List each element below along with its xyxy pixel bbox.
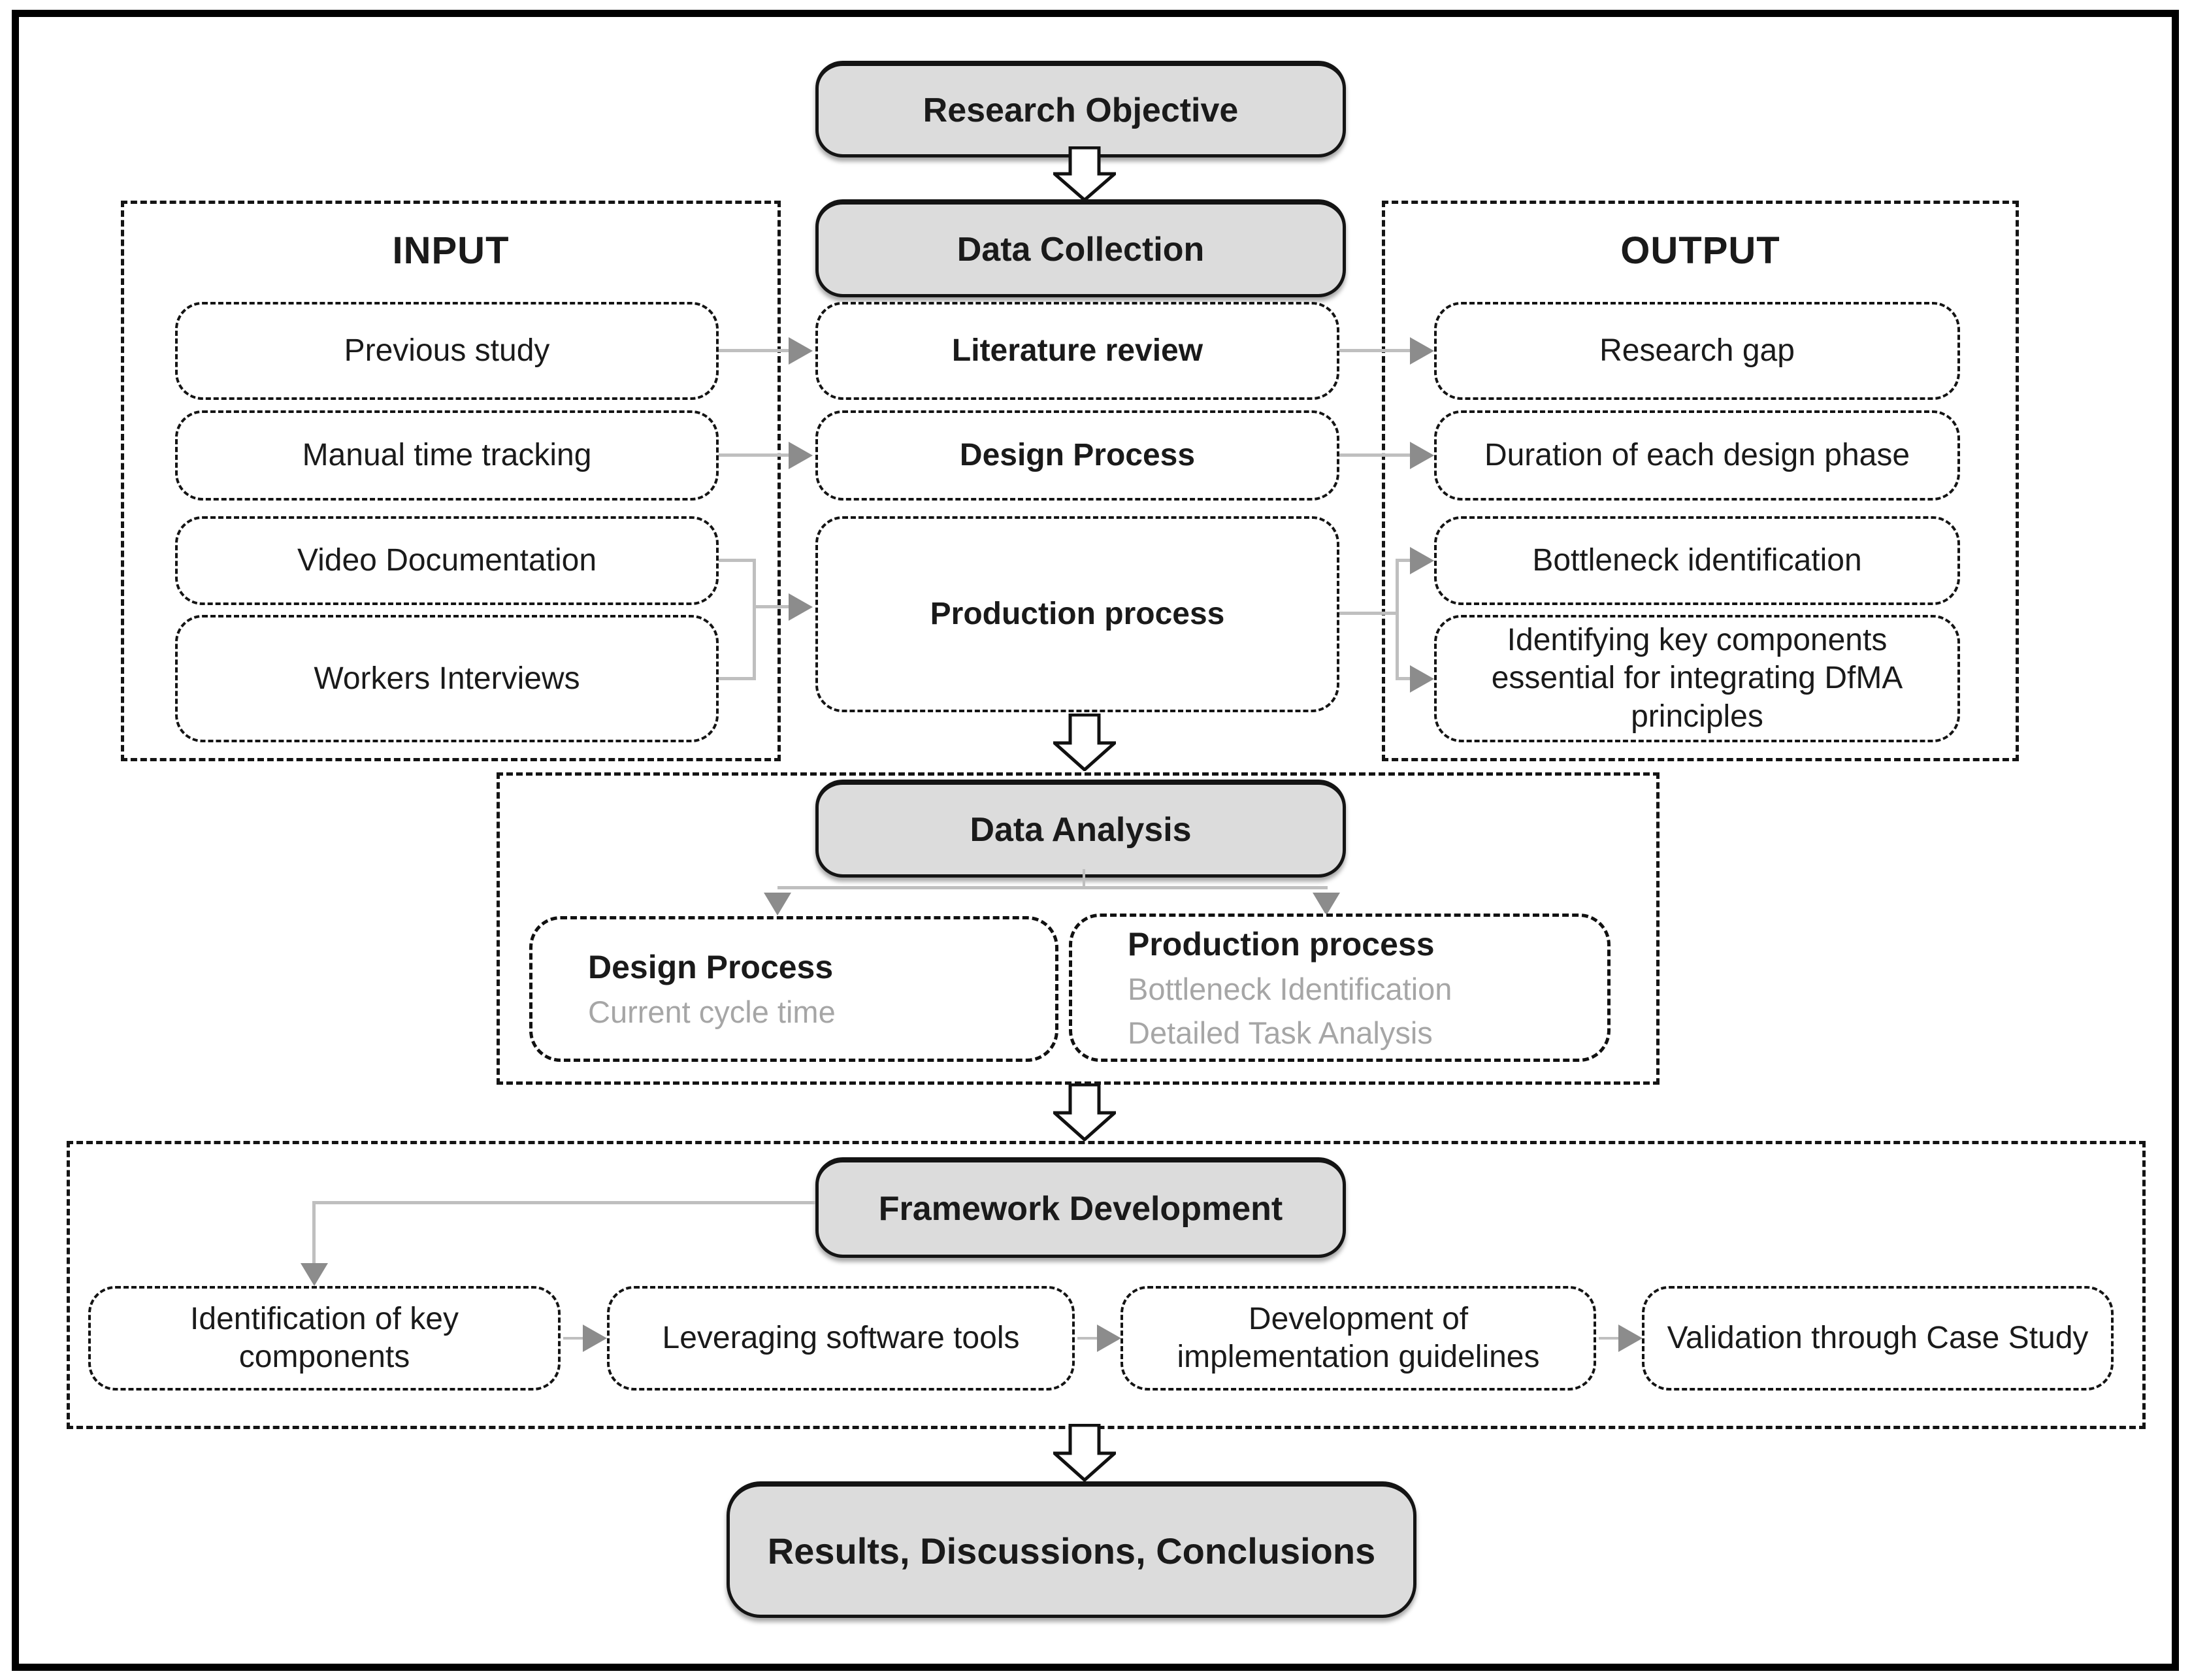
connector-line [753, 605, 789, 608]
collection-box-label: Literature review [951, 333, 1203, 369]
connector-line [563, 1337, 584, 1340]
node-framework-development-label: Framework Development [878, 1189, 1283, 1228]
connector-line [719, 453, 789, 457]
connector-line [1599, 1337, 1620, 1340]
node-framework-development: Framework Development [815, 1157, 1346, 1258]
connector-line [1396, 677, 1411, 680]
output-item-research-gap: Research gap [1434, 302, 1960, 400]
connector-line [1339, 453, 1411, 457]
analysis-box-title: Design Process [588, 948, 834, 985]
arrowhead-right-icon [1410, 547, 1434, 574]
node-data-analysis-label: Data Analysis [970, 810, 1192, 849]
input-item-manual-time-tracking: Manual time tracking [175, 410, 719, 501]
collection-box-label: Production process [930, 597, 1225, 632]
framework-step-identification-key-components: Identification of key components [88, 1286, 561, 1391]
output-panel-title: OUTPUT [1620, 229, 1780, 272]
connector-line [719, 349, 789, 352]
node-results-label: Results, Discussions, Conclusions [767, 1530, 1376, 1572]
framework-step-implementation-guidelines: Development of implementation guidelines [1121, 1286, 1596, 1391]
framework-development-section [67, 1141, 2146, 1429]
input-panel: INPUT [121, 201, 781, 761]
node-results-discussions-conclusions: Results, Discussions, Conclusions [727, 1481, 1416, 1618]
connector-line [719, 559, 755, 562]
connector-line [312, 1201, 316, 1264]
analysis-box-design-process: Design Process Current cycle time [529, 916, 1058, 1062]
collection-box-label: Design Process [959, 438, 1196, 473]
output-item-label: Duration of each design phase [1484, 438, 1910, 473]
connector-line [312, 1201, 815, 1204]
analysis-box-detail: Detailed Task Analysis [1128, 1015, 1433, 1050]
arrowhead-down-icon [301, 1263, 328, 1286]
arrowhead-down-icon [1313, 893, 1340, 915]
collection-box-literature-review: Literature review [815, 302, 1339, 400]
analysis-box-title: Production process [1128, 925, 1435, 963]
arrowhead-right-icon [583, 1325, 607, 1352]
down-block-arrow-icon [1053, 1083, 1116, 1141]
input-panel-title: INPUT [392, 229, 510, 272]
connector-line [1396, 559, 1399, 680]
node-data-collection-label: Data Collection [957, 230, 1205, 269]
input-item-workers-interviews: Workers Interviews [175, 615, 719, 742]
analysis-box-detail: Current cycle time [588, 995, 836, 1030]
node-research-objective-label: Research Objective [923, 91, 1239, 129]
analysis-box-production-process: Production process Bottleneck Identifica… [1069, 914, 1611, 1062]
output-item-identifying-key-components: Identifying key components essential for… [1434, 615, 1960, 742]
input-item-label: Previous study [344, 333, 550, 369]
framework-step-leveraging-software-tools: Leveraging software tools [607, 1286, 1075, 1391]
arrowhead-down-icon [764, 893, 791, 915]
connector-line [719, 677, 755, 680]
connector-line [1083, 869, 1085, 889]
analysis-box-detail: Bottleneck Identification [1128, 972, 1452, 1007]
framework-step-label: Validation through Case Study [1667, 1321, 2089, 1356]
output-item-duration-design-phase: Duration of each design phase [1434, 410, 1960, 501]
down-block-arrow-icon [1053, 714, 1116, 771]
arrowhead-right-icon [789, 337, 813, 365]
collection-box-production-process: Production process [815, 516, 1339, 712]
down-block-arrow-icon [1053, 146, 1116, 201]
input-item-label: Video Documentation [297, 543, 597, 578]
connector-line [1396, 559, 1411, 562]
output-item-bottleneck-identification: Bottleneck identification [1434, 516, 1960, 605]
framework-step-validation-case-study: Validation through Case Study [1642, 1286, 2114, 1391]
connector-line [1339, 612, 1399, 615]
connector-line [777, 886, 1328, 889]
input-item-label: Manual time tracking [302, 438, 592, 473]
framework-step-label: Leveraging software tools [662, 1321, 1020, 1356]
connector-line [1339, 349, 1411, 352]
arrowhead-right-icon [1097, 1325, 1121, 1352]
down-block-arrow-icon [1053, 1424, 1116, 1481]
collection-box-design-process: Design Process [815, 410, 1339, 501]
input-item-label: Workers Interviews [314, 661, 580, 696]
arrowhead-right-icon [1410, 337, 1434, 365]
arrowhead-right-icon [789, 442, 813, 469]
connector-line [1077, 1337, 1098, 1340]
figure-border [12, 10, 2179, 1671]
framework-step-label: Identification of key components [190, 1302, 459, 1374]
arrowhead-right-icon [789, 593, 813, 621]
connector-line [753, 559, 756, 680]
output-item-label: Research gap [1599, 333, 1795, 369]
arrowhead-right-icon [1410, 665, 1434, 693]
arrowhead-right-icon [1618, 1325, 1643, 1352]
node-research-objective: Research Objective [815, 61, 1346, 157]
node-data-collection: Data Collection [815, 199, 1346, 297]
arrowhead-right-icon [1410, 442, 1434, 469]
node-data-analysis: Data Analysis [815, 780, 1346, 878]
output-item-label: Identifying key components essential for… [1491, 622, 1903, 734]
framework-step-label: Development of implementation guidelines [1177, 1302, 1540, 1374]
output-item-label: Bottleneck identification [1532, 543, 1862, 578]
output-panel: OUTPUT [1382, 201, 2019, 761]
input-item-previous-study: Previous study [175, 302, 719, 400]
input-item-video-documentation: Video Documentation [175, 516, 719, 605]
